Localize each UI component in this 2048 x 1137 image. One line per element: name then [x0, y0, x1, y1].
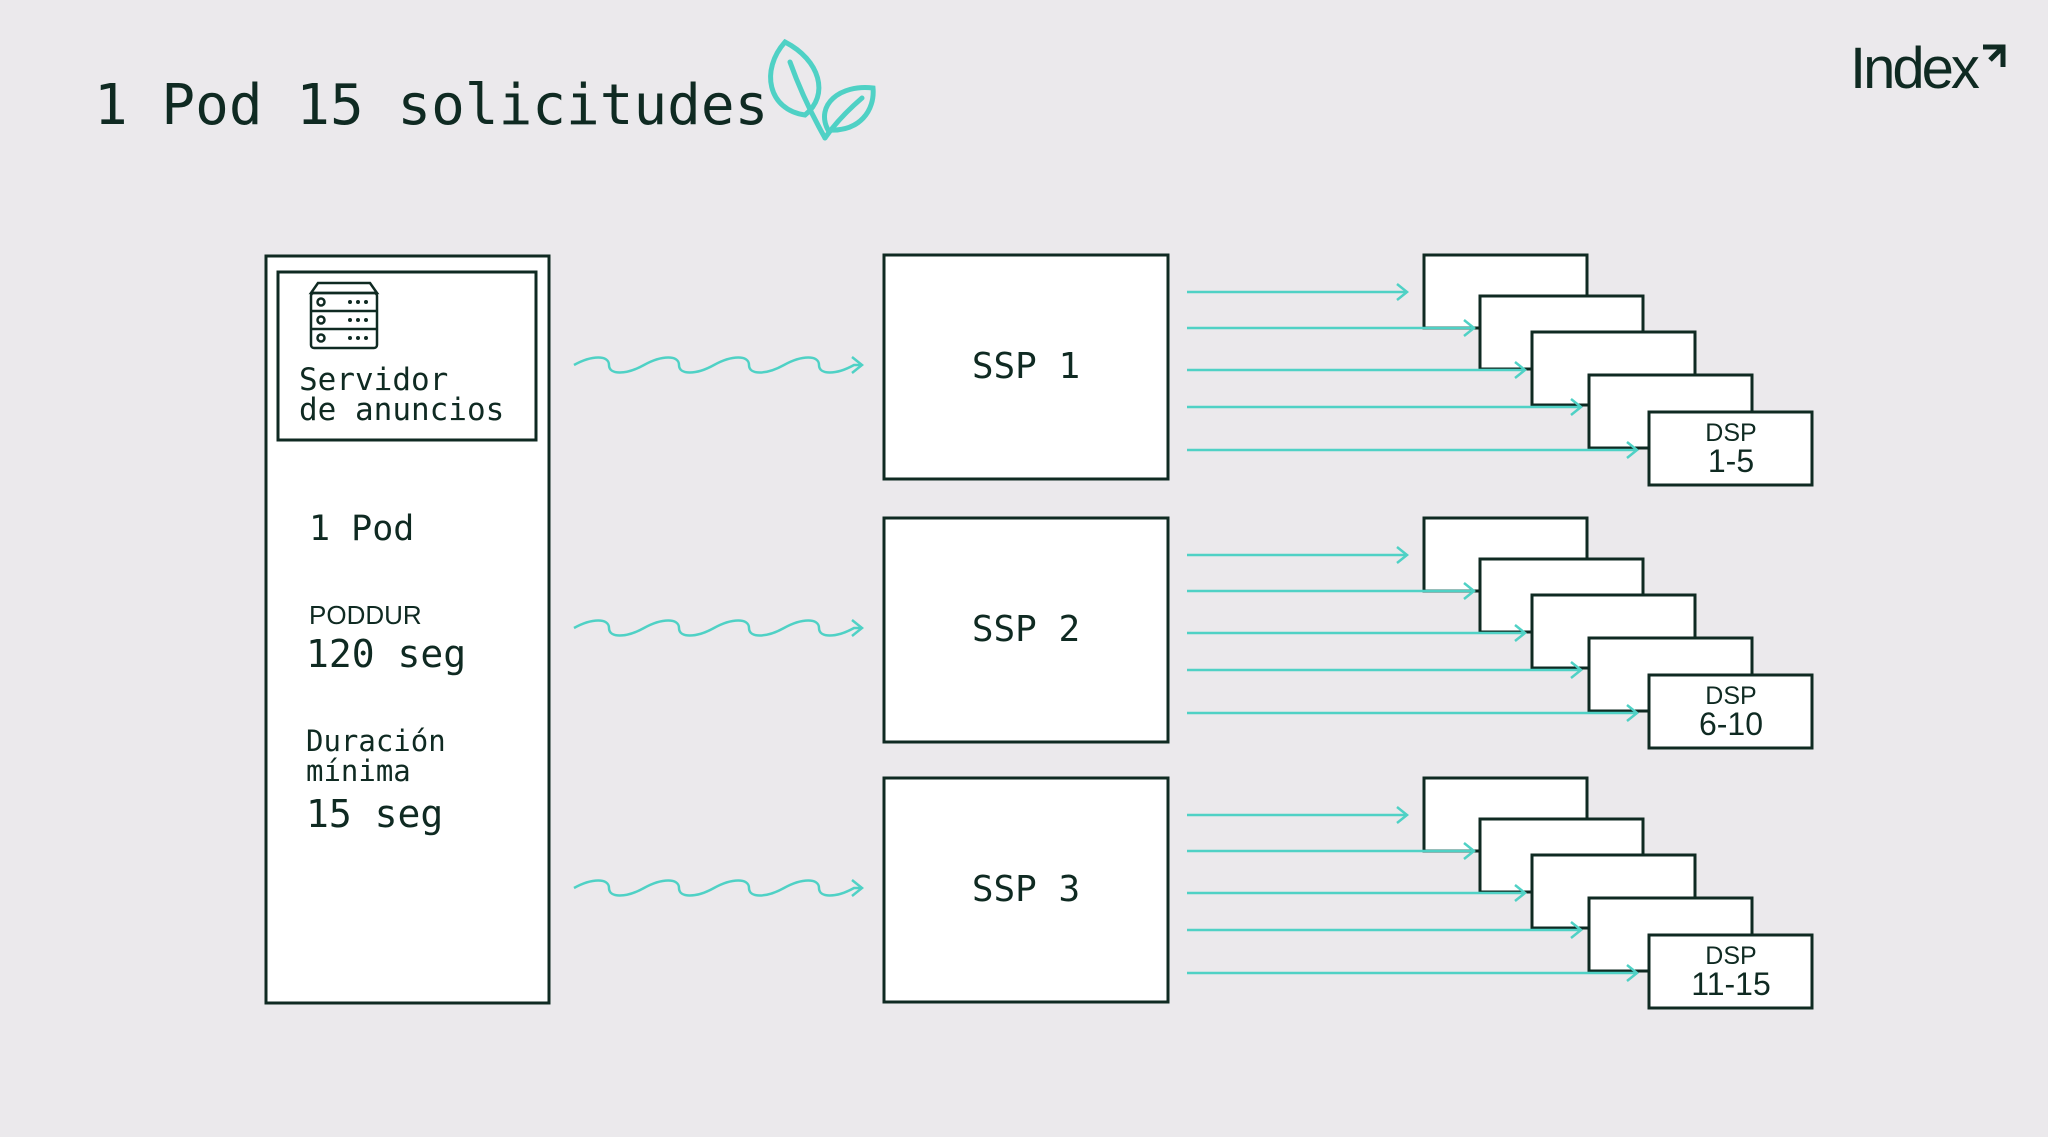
dsp-box: [1647, 673, 1814, 750]
ssp-box: [882, 253, 1170, 481]
dsp-title: DSP: [1705, 942, 1756, 970]
leaves-icon: [768, 38, 876, 141]
wavy-arrow: [573, 356, 865, 374]
svg-text:Index: Index: [1850, 36, 1980, 101]
pod-count: 1 Pod: [309, 509, 414, 549]
dsp-range: 1-5: [1708, 443, 1754, 479]
ad-server-label-2: de anuncios: [299, 392, 504, 428]
ssp-label: SSP 1: [972, 346, 1080, 387]
dsp-title: DSP: [1705, 682, 1756, 710]
min-duration-value: 15 seg: [306, 792, 443, 836]
min-duration-label-1: Duración: [306, 724, 446, 758]
dsp-box: [1647, 933, 1814, 1010]
ad-server-label-1: Servidor: [299, 362, 448, 398]
ssp-label: SSP 3: [972, 869, 1080, 910]
ad-server-box: [276, 270, 538, 442]
wavy-arrow: [573, 619, 865, 637]
ssp-box: [882, 776, 1170, 1004]
ssp-label: SSP 2: [972, 609, 1080, 650]
wavy-arrow: [573, 879, 865, 897]
dsp-range: 11-15: [1691, 966, 1770, 1002]
dsp-box: [1647, 410, 1814, 487]
min-duration-label-2: mínima: [306, 754, 411, 788]
poddur-label: PODDUR: [309, 600, 422, 630]
dsp-range: 6-10: [1699, 706, 1763, 742]
server-icon: [308, 281, 380, 350]
poddur-value: 120 seg: [306, 632, 466, 676]
dsp-title: DSP: [1705, 419, 1756, 447]
page-title: 1 Pod 15 solicitudes: [94, 73, 768, 138]
index-logo: Index: [1850, 36, 2006, 101]
ssp-box: [882, 516, 1170, 744]
